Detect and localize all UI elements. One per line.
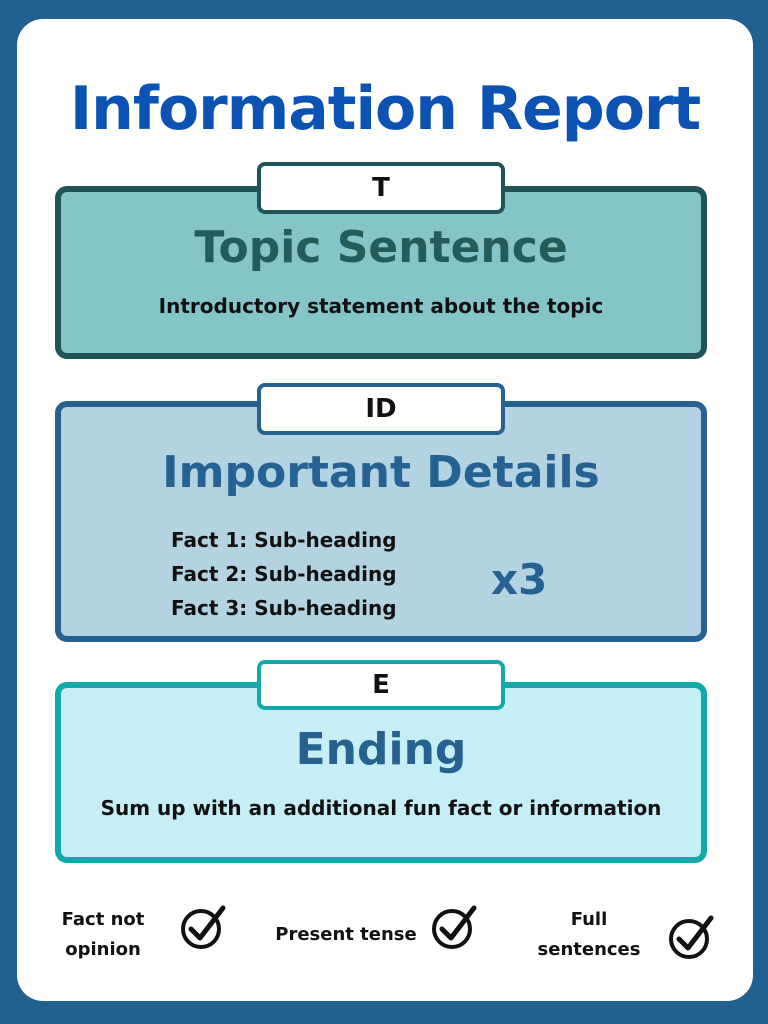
multiplier-label: x3 [491, 555, 548, 604]
topic-tab-label: T [257, 162, 505, 214]
checklist-item-present-tense: Present tense [267, 920, 425, 950]
poster-card: Information Report T Topic Sentence Intr… [17, 19, 753, 1001]
topic-sentence-section: T Topic Sentence Introductory statement … [55, 162, 707, 359]
topic-heading: Topic Sentence [194, 222, 568, 273]
checkmark-icon [669, 915, 714, 959]
fact-item: Fact 3: Sub-heading [171, 596, 397, 620]
checkmark-icon [432, 905, 477, 949]
ending-description: Sum up with an additional fun fact or in… [100, 796, 662, 820]
checklist-item-full-sentences: Full sentences [525, 905, 653, 965]
page-title: Information Report [69, 74, 701, 144]
important-details-section: ID Important Details Fact 1: Sub-heading… [55, 383, 707, 642]
fact-item: Fact 2: Sub-heading [171, 562, 397, 586]
checklist-item-fact-not-opinion: Fact not opinion [45, 905, 161, 965]
checklist-label-line1: Fact not [61, 909, 145, 930]
ending-tab-label: E [257, 660, 505, 710]
checklist-label-line1: Full [570, 909, 608, 930]
ending-heading: Ending [295, 724, 467, 775]
ending-section: E Ending Sum up with an additional fun f… [55, 660, 707, 863]
checklist-label-line2: opinion [65, 939, 141, 960]
checklist-label-line2: sentences [537, 939, 641, 960]
topic-description: Introductory statement about the topic [158, 294, 604, 318]
details-tab-label: ID [257, 383, 505, 435]
fact-item: Fact 1: Sub-heading [171, 528, 397, 552]
facts-list: Fact 1: Sub-heading Fact 2: Sub-heading … [171, 523, 397, 625]
details-heading: Important Details [162, 447, 600, 498]
checklist-label-line1: Present tense [275, 924, 417, 945]
checkmark-icon [181, 905, 226, 949]
